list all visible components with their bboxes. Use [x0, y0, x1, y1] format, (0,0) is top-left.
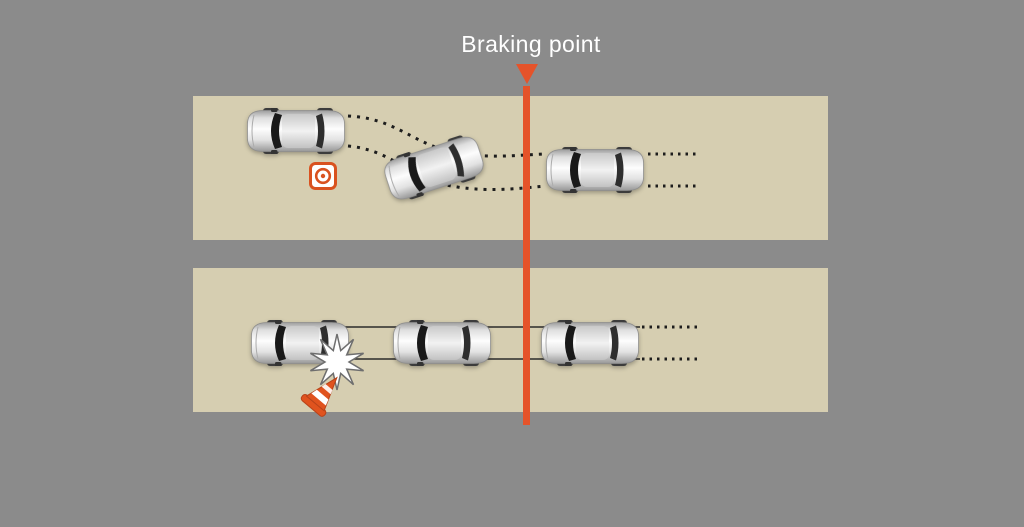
car-glyph: [394, 320, 491, 366]
badge-dot: [320, 173, 326, 179]
traffic-cone-icon: [300, 376, 338, 417]
impact-star-shape: [310, 333, 364, 391]
braking-point-label: Braking point: [461, 31, 601, 57]
car-approaching-bottom: [540, 320, 640, 366]
car-glyph: [248, 108, 345, 154]
collision-impact-icon: [310, 333, 364, 391]
brake-indicator-icon: [309, 162, 337, 190]
car-approaching-top: [545, 147, 645, 193]
cone-stripe-small: [321, 384, 333, 395]
car-braking: [392, 320, 492, 366]
car-glyph: [547, 147, 644, 193]
car-glyph: [542, 320, 639, 366]
braking-point-arrow-icon: [516, 64, 538, 84]
car-after-swerve: [246, 108, 346, 154]
braking-point-line: [523, 86, 530, 425]
cone-stripe: [311, 389, 329, 406]
badge-ring: [314, 167, 332, 185]
